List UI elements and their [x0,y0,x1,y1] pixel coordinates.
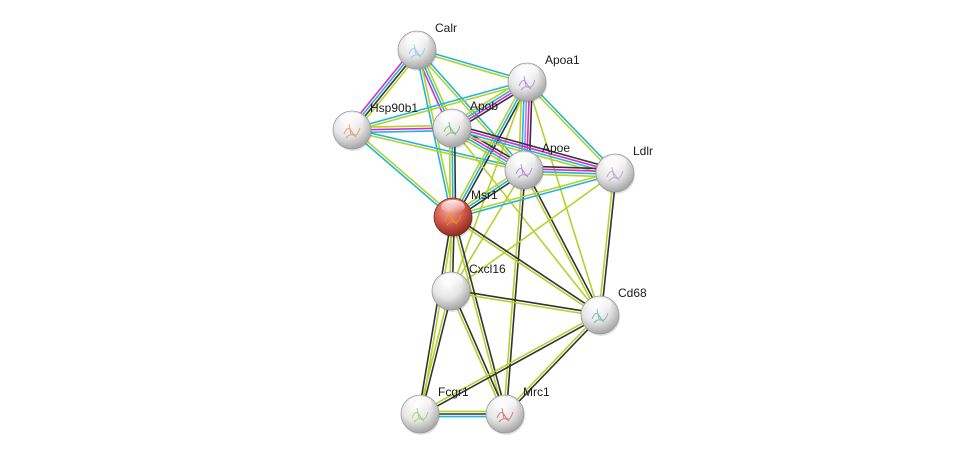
edge-apoa1-cxcl16[interactable] [450,81,528,292]
edge-line-textmining [352,128,455,217]
node-label: Mrc1 [523,385,550,399]
node-hsp90b1[interactable]: Hsp90b1 [332,101,418,151]
edge-msr1-mrc1[interactable] [450,216,508,415]
edge-line-coexpression [451,288,601,315]
edge-ldlr-cxcl16[interactable] [450,172,616,292]
node-label: Hsp90b1 [370,101,418,115]
edge-line-textmining [450,217,505,415]
node-apoe[interactable]: Apoe [504,141,570,191]
node-gloss [408,396,432,411]
edge-msr1-cd68[interactable] [451,215,602,317]
node-gloss [340,112,364,127]
edge-hsp90b1-apoe[interactable] [351,127,525,173]
edge-line-textmining [417,290,451,414]
edge-line-textmining [525,82,615,175]
node-gloss [588,297,612,312]
edge-hsp90b1-apoa1[interactable] [351,79,528,133]
node-gloss [405,32,429,47]
edge-cd68-fcgr1[interactable] [418,313,602,416]
edge-apob-cd68[interactable] [451,127,601,316]
edge-line-textmining [451,127,601,316]
edge-line-coexpression [505,170,527,415]
node-label: Ldlr [633,144,653,158]
edge-calr-apoe[interactable] [415,48,526,172]
edge-apoe-cd68[interactable] [522,169,602,316]
node-gloss [493,396,517,411]
edge-apoe-mrc1[interactable] [502,169,527,415]
edge-line-coexpression [524,169,602,315]
edge-line-textmining [452,170,615,217]
node-cxcl16[interactable]: Cxcl16 [431,262,506,312]
edge-line-database [352,127,525,170]
edge-cxcl16-fcgr1[interactable] [417,290,454,415]
edge-ldlr-cd68[interactable] [597,172,618,316]
node-cd68[interactable]: Cd68 [580,286,647,336]
edge-line-coexpression [417,216,453,414]
node-gloss [512,152,536,167]
edge-line-database [451,128,615,176]
edge-line-textmining [449,291,505,415]
edge-line-coexpression [453,216,508,414]
node-label: Fcgr1 [438,385,469,399]
node-gloss [441,199,465,214]
node-label: Apoa1 [545,53,580,67]
edge-cxcl16-mrc1[interactable] [449,290,507,415]
node-label: Calr [435,21,457,35]
edge-line-textmining [502,169,524,414]
edge-line-experiment [452,125,616,173]
node-apoa1[interactable]: Apoa1 [507,53,580,103]
edge-line-coexpression [453,215,602,315]
edge-line-textmining [503,313,600,414]
node-msr1[interactable]: Msr1 [433,188,498,238]
node-label: Apoe [542,141,570,155]
edge-line-coexpression [452,123,617,171]
node-label: Msr1 [471,188,498,202]
node-gloss [439,273,463,288]
node-calr[interactable]: Calr [397,21,457,71]
edge-line-textmining [597,172,615,315]
edge-apoa1-cd68[interactable] [526,81,601,316]
edge-line-textmining [450,169,525,292]
node-gloss [515,64,539,79]
node-mrc1[interactable]: Mrc1 [485,385,550,435]
edge-apoa1-ldlr[interactable] [525,80,617,175]
edge-line-database [417,48,526,170]
edge-line-textmining [450,172,616,292]
edge-line-database [351,79,527,130]
edge-line-coexpression [600,173,618,316]
edge-line-coexpression [505,315,602,416]
edge-line-textmining [415,50,524,172]
edge-line-coexpression [420,291,454,415]
edge-apoe-cxcl16[interactable] [450,169,525,292]
edge-line-textmining [352,82,528,133]
edge-line-database [453,173,616,220]
node-gloss [603,155,627,170]
edge-line-textmining [522,170,600,316]
edge-line-textmining [351,130,524,173]
edge-line-database [527,80,617,173]
node-gloss [440,110,464,125]
edge-cd68-mrc1[interactable] [503,313,602,416]
node-ldlr[interactable]: Ldlr [595,144,653,194]
node-fcgr1[interactable]: Fcgr1 [400,385,469,435]
node-label: Cd68 [618,286,647,300]
edge-ldlr-msr1[interactable] [452,170,616,220]
edge-cxcl16-cd68[interactable] [450,288,601,318]
edge-line-coexpression [451,290,507,414]
edge-line-textmining [451,217,600,317]
node-apob[interactable]: Apob [432,99,498,149]
node-label: Apob [470,99,498,113]
edge-hsp90b1-msr1[interactable] [350,128,455,219]
edge-line-textmining [450,81,528,292]
edge-line-textmining [450,291,600,318]
edge-line-textmining [418,313,600,414]
edge-line-database [350,130,453,219]
node-label: Cxcl16 [469,262,506,276]
edge-line-textmining [526,81,601,316]
edge-line-coexpression [420,315,602,416]
